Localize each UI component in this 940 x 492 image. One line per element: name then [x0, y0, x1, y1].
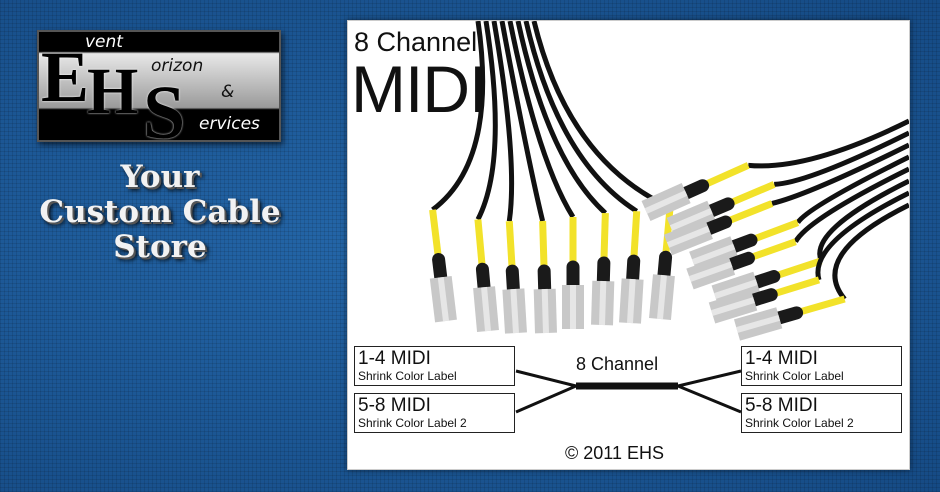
connector-highlight: [736, 314, 781, 333]
connector-highlight: [691, 243, 736, 265]
connector-highlight: [599, 280, 607, 326]
cable-shrink-label: [770, 276, 821, 299]
tagline: Your Custom Cable Store: [20, 160, 300, 265]
label-box-right-1: 1-4 MIDI Shrink Color Label: [741, 346, 902, 386]
label-subtitle: Shrink Color Label 2: [358, 416, 467, 430]
tagline-line: Your: [120, 159, 200, 195]
cable: [748, 118, 909, 169]
connector-boot: [679, 179, 710, 200]
logo-letter-h: H: [87, 55, 139, 128]
label-title: 5-8 MIDI: [745, 395, 818, 416]
connector-highlight: [688, 261, 733, 282]
connector-highlight: [714, 279, 758, 299]
label-subtitle: Shrink Color Label: [358, 369, 457, 383]
logo-letter-e: E: [41, 37, 90, 117]
cable: [507, 21, 576, 219]
cable: [795, 154, 909, 225]
cable-shrink-label: [429, 209, 443, 260]
connector-boot: [724, 251, 755, 271]
cable-shrink-label: [701, 162, 750, 189]
cable-shrink-label: [474, 219, 486, 270]
cable-shrink-label: [726, 181, 776, 208]
tagline-line: Store: [113, 229, 207, 265]
logo-word-orizon: orizon: [151, 56, 204, 76]
copyright: © 2011 EHS: [565, 443, 664, 463]
logo-letter-s: S: [143, 71, 186, 142]
connector-highlight: [644, 190, 688, 214]
tagline-line: Custom Cable: [39, 194, 281, 230]
connector-highlight: [627, 278, 636, 324]
label-subtitle: Shrink Color Label 2: [745, 416, 854, 430]
connector-boot: [537, 264, 552, 296]
product-title-midi: MIDI: [351, 52, 487, 126]
cable: [793, 166, 909, 244]
label-title: 1-4 MIDI: [745, 348, 818, 369]
label-title: 1-4 MIDI: [358, 348, 431, 369]
connector-highlight: [541, 288, 549, 334]
cable-shrink-label: [724, 200, 774, 226]
cable: [774, 130, 909, 187]
connector-boot: [705, 197, 735, 218]
cable-shrink-label: [505, 220, 516, 272]
connector-highlight: [437, 276, 449, 322]
diagram-lines: [515, 369, 742, 414]
logo-word-ervices: ervices: [199, 114, 260, 134]
connector-boot: [596, 256, 611, 288]
cable-shrink-label: [539, 220, 548, 272]
connector-boot: [626, 254, 641, 286]
cable-shrink-label: [772, 257, 823, 280]
cable-shrink-label: [600, 212, 609, 264]
diagram-line: [515, 369, 577, 388]
cable: [531, 21, 672, 210]
cable: [491, 21, 515, 222]
connector-boot: [747, 288, 778, 307]
cable: [475, 21, 498, 221]
connector-highlight: [657, 274, 667, 320]
connector-boot: [505, 264, 520, 296]
label-box-right-2: 5-8 MIDI Shrink Color Label 2: [741, 393, 902, 433]
cable: [515, 21, 608, 215]
cable: [499, 21, 546, 222]
midi-cable-illustration: [429, 21, 909, 341]
label-title: 5-8 MIDI: [358, 395, 431, 416]
ehs-logo[interactable]: E H S vent orizon & ervices: [37, 30, 281, 142]
diagram-line: [515, 384, 577, 414]
diagram-line: [677, 384, 742, 414]
label-subtitle: Shrink Color Label: [745, 369, 844, 383]
connector-boot: [772, 306, 804, 325]
connector-highlight: [481, 286, 491, 332]
connector-highlight: [669, 208, 713, 231]
connector-highlight: [711, 297, 755, 316]
cable: [431, 21, 486, 212]
cable-shrink-label: [630, 210, 641, 262]
cable: [523, 21, 639, 214]
connector-boot: [657, 250, 673, 282]
connector-boot: [727, 233, 758, 253]
cable: [815, 190, 909, 281]
cable-shrink-label: [749, 219, 800, 244]
cable-shrink-label: [795, 295, 846, 317]
diagram-center-label: 8 Channel: [576, 354, 659, 374]
connector-highlight: [510, 288, 519, 334]
cable: [771, 142, 909, 206]
product-image-panel: 8 Channel MIDI 1-4 MIDI Shrink Color Lab…: [347, 20, 910, 470]
label-box-left-2: 5-8 MIDI Shrink Color Label 2: [354, 393, 515, 433]
cable-shrink-label: [747, 238, 797, 262]
product-title-channels: 8 Channel: [354, 27, 478, 57]
logo-word-vent: vent: [85, 32, 123, 52]
connector-boot: [750, 269, 781, 289]
connector-boot: [475, 262, 491, 294]
label-box-left-1: 1-4 MIDI Shrink Color Label: [354, 346, 515, 386]
connector-highlight: [666, 225, 710, 248]
cable: [817, 178, 909, 262]
logo-word-ampersand: &: [221, 82, 235, 102]
connector-boot: [432, 252, 448, 284]
cable: [832, 202, 909, 301]
diagram-line: [677, 369, 742, 388]
cable-shrink-label: [662, 207, 674, 258]
connector-boot: [702, 215, 733, 236]
